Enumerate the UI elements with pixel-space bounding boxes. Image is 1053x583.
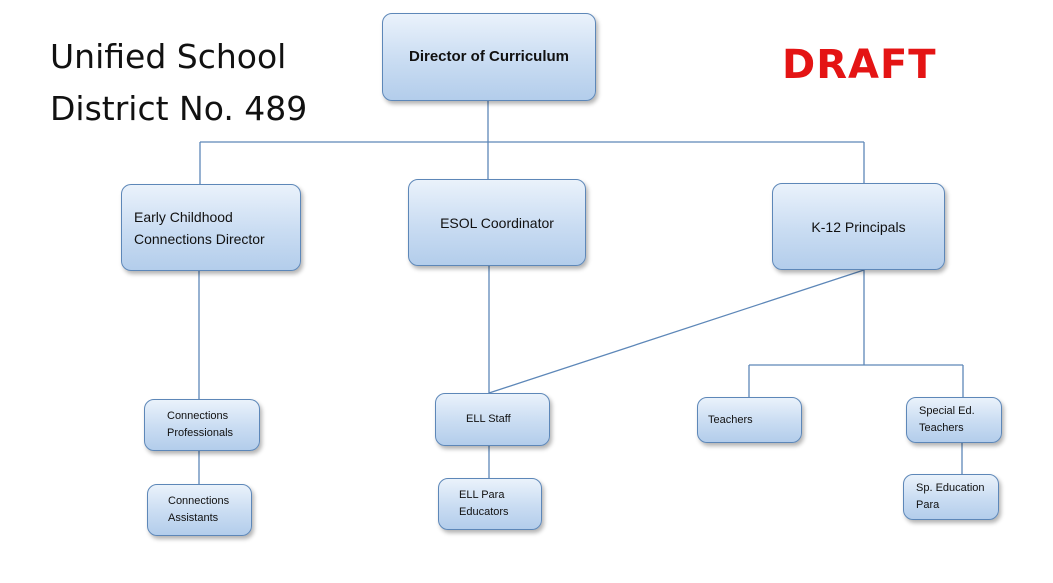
district-title-line-2: District No. 489 [50,89,308,128]
node-early-childhood-director: Early Childhood Connections Director [121,184,301,271]
node-esol-coordinator: ESOL Coordinator [408,179,586,266]
node-director-of-curriculum: Director of Curriculum [382,13,596,101]
node-label: ESOL Coordinator [440,214,554,231]
node-ell-staff: ELL Staff [435,393,550,446]
node-ell-para-educators: ELL Para Educators [438,478,542,530]
node-connections-professionals: Connections Professionals [144,399,260,451]
node-label: ELL Staff [466,413,511,425]
node-label: Connections Assistants [168,495,230,524]
district-title-line-1: Unified School [50,37,287,76]
node-label: Early Childhood Connections Director [134,208,265,247]
node-special-ed-teachers: Special Ed. Teachers [906,397,1002,443]
node-label: Teachers [708,413,753,426]
node-label: Special Ed. Teachers [919,405,975,434]
node-label: Director of Curriculum [408,48,570,65]
node-label: ELL Para Educators [459,489,509,518]
node-k12-principals: K-12 Principals [772,183,945,270]
node-label: Connections Professionals [167,410,234,439]
connector-principals-to-ell-staff [488,269,865,394]
node-connections-assistants: Connections Assistants [147,484,252,536]
draft-stamp: DRAFT [782,42,937,88]
node-label: K-12 Principals [811,218,906,235]
node-teachers: Teachers [697,397,802,443]
node-label: Sp. Education Para [916,482,985,511]
node-sped-education-para: Sp. Education Para [903,474,999,520]
